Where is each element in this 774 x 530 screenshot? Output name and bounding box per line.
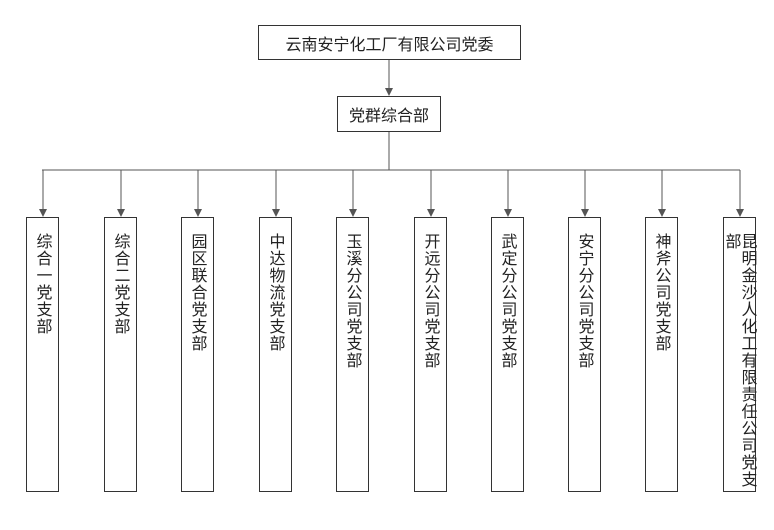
branch-label-8: 安宁分公司党支部 — [575, 233, 595, 369]
branch-box-9: 神斧公司党支部 — [645, 217, 678, 492]
branch-box-1: 综合一党支部 — [26, 217, 59, 492]
branch-label-2: 综合二党支部 — [111, 233, 131, 335]
branch-box-10: 昆明金沙人化工有限责任公司党支部 — [722, 217, 758, 492]
branch-label-7: 武定分公司党支部 — [498, 233, 518, 369]
branch-box-3: 园区联合党支部 — [181, 217, 214, 492]
branch-label-1: 综合一党支部 — [33, 233, 53, 335]
branch-label-9: 神斧公司党支部 — [652, 233, 672, 352]
root-node-label: 云南安宁化工厂有限公司党委 — [285, 34, 494, 54]
branch-box-2: 综合二党支部 — [104, 217, 137, 492]
branch-label-3: 园区联合党支部 — [188, 233, 208, 352]
branch-box-8: 安宁分公司党支部 — [568, 217, 601, 492]
branch-box-7: 武定分公司党支部 — [491, 217, 524, 492]
branch-box-4: 中达物流党支部 — [259, 217, 292, 492]
branch-label-10: 昆明金沙人化工有限责任公司党支部 — [722, 233, 758, 488]
branch-box-5: 玉溪分公司党支部 — [336, 217, 369, 492]
root-node-box: 云南安宁化工厂有限公司党委 — [258, 25, 521, 60]
branch-label-6: 开远分公司党支部 — [421, 233, 441, 369]
department-node-box: 党群综合部 — [337, 96, 441, 132]
department-node-label: 党群综合部 — [348, 106, 429, 125]
branch-connectors — [39, 170, 744, 217]
branch-label-5: 玉溪分公司党支部 — [343, 233, 363, 369]
branch-box-6: 开远分公司党支部 — [414, 217, 447, 492]
branch-label-4: 中达物流党支部 — [266, 233, 286, 352]
